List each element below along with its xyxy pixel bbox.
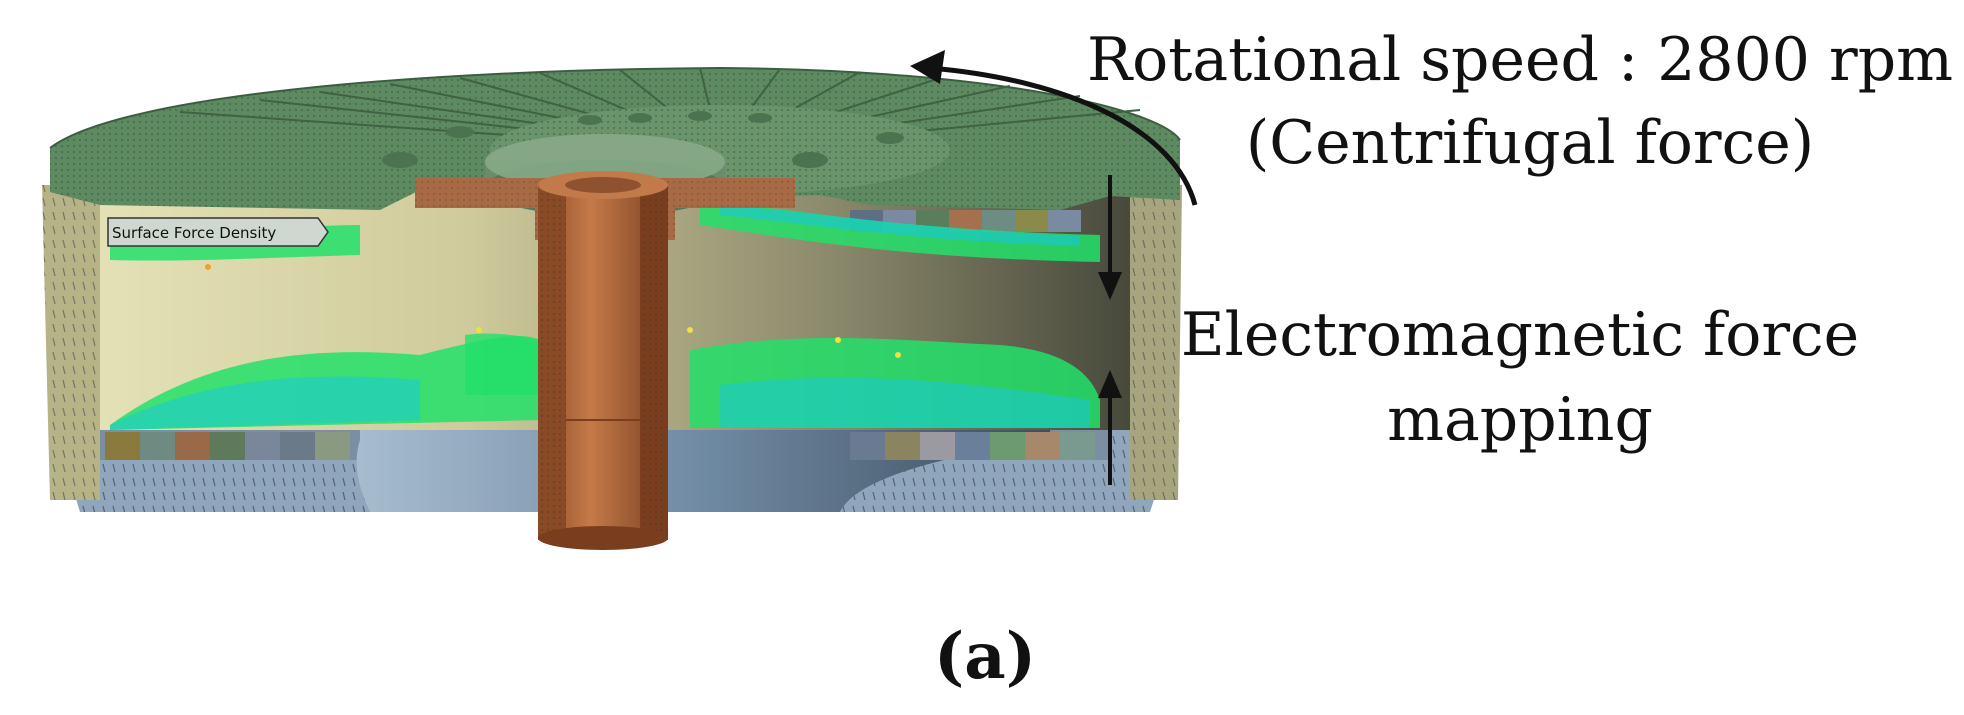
lower-magnet-row-left	[105, 432, 350, 460]
rotation-speed-label: Rotational speed : 2800 rpm	[1087, 25, 1953, 95]
mapping-label: mapping	[1387, 385, 1653, 455]
copper-shaft	[538, 171, 668, 550]
surface-force-density-tag: Surface Force Density	[107, 217, 329, 247]
centrifugal-force-label: (Centrifugal force)	[1246, 108, 1814, 178]
force-arrow-down	[1098, 175, 1122, 300]
panel-label: (a)	[934, 619, 1036, 694]
rotation-arrow	[910, 50, 1198, 206]
em-force-label: Electromagnetic force	[1181, 300, 1859, 370]
legend-tag-label: Surface Force Density	[112, 224, 276, 242]
lower-force-field	[110, 327, 1100, 430]
housing-right-wall	[1130, 185, 1182, 500]
lower-magnet-row-right	[850, 432, 1095, 460]
housing-left-wall	[42, 185, 100, 500]
force-arrow-up	[1098, 370, 1122, 485]
